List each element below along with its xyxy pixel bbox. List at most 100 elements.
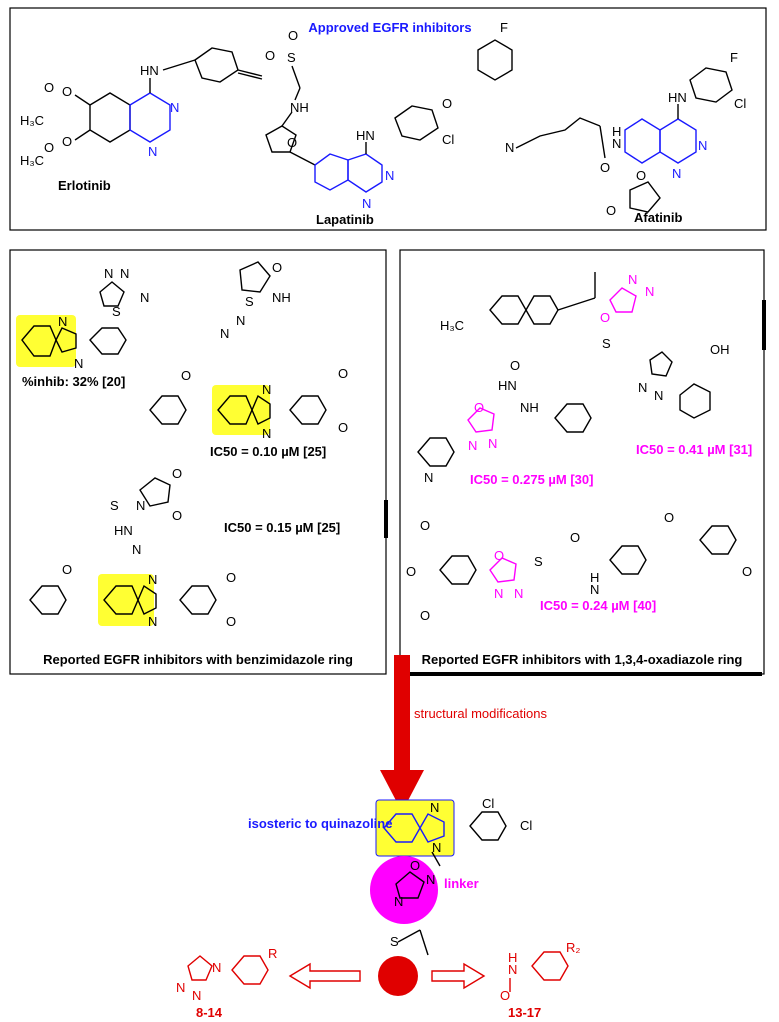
benzimidazole-compound-2: O S NH N N O N N O O	[149, 260, 348, 441]
svg-text:N: N	[645, 284, 654, 299]
svg-text:N: N	[432, 840, 441, 855]
svg-text:O: O	[510, 358, 520, 373]
panel-bottom-mark	[400, 672, 762, 676]
panel-edge-mark-right	[762, 300, 766, 350]
svg-text:N: N	[430, 800, 439, 815]
svg-text:N: N	[505, 140, 514, 155]
svg-text:S: S	[390, 934, 399, 949]
svg-text:O: O	[606, 203, 616, 218]
svg-text:N: N	[628, 272, 637, 287]
svg-text:N: N	[590, 582, 599, 597]
svg-text:O: O	[226, 614, 236, 629]
svg-text:N: N	[424, 470, 433, 485]
svg-text:O: O	[442, 96, 452, 111]
svg-text:N: N	[120, 266, 129, 281]
svg-text:N: N	[236, 313, 245, 328]
svg-text:N: N	[394, 894, 403, 909]
oxadiazole-compound-b: O HN NH O N N N	[417, 358, 592, 485]
svg-text:N: N	[426, 872, 435, 887]
svg-text:OH: OH	[710, 342, 730, 357]
svg-text:HN: HN	[114, 523, 133, 538]
svg-text:O: O	[44, 80, 54, 95]
svg-text:HN: HN	[668, 90, 687, 105]
svg-text:O: O	[265, 48, 275, 63]
svg-text:O: O	[62, 84, 72, 99]
svg-text:N: N	[262, 426, 271, 441]
svg-text:O: O	[664, 510, 674, 525]
svg-text:N: N	[148, 614, 157, 629]
arrow-label: structural modifications	[414, 706, 547, 721]
benzimidazole-caption: Reported EGFR inhibitors with benzimidaz…	[43, 652, 353, 667]
svg-text:NH: NH	[520, 400, 539, 415]
svg-text:N: N	[212, 960, 221, 975]
value-ic50-041: IC50 = 0.41 µM [31]	[636, 442, 752, 457]
svg-text:HN: HN	[498, 378, 517, 393]
svg-text:S: S	[245, 294, 254, 309]
svg-text:N: N	[170, 100, 179, 115]
svg-text:H: H	[508, 950, 517, 965]
svg-text:Cl: Cl	[482, 796, 494, 811]
svg-text:N: N	[612, 136, 621, 151]
svg-text:O: O	[226, 570, 236, 585]
value-ic50-024: IC50 = 0.24 µM [40]	[540, 598, 656, 613]
erlotinib-structure: N N HN O O H₃C O H₃C O	[20, 47, 263, 168]
svg-text:O: O	[172, 508, 182, 523]
value-inhib-32: %inhib: 32% [20]	[22, 374, 125, 389]
svg-text:O: O	[410, 858, 420, 873]
svg-text:N: N	[672, 166, 681, 181]
svg-text:N: N	[488, 436, 497, 451]
svg-text:N: N	[654, 388, 663, 403]
svg-text:N: N	[698, 138, 707, 153]
svg-text:S: S	[602, 336, 611, 351]
amide-fragment: H N O R₂	[500, 940, 580, 1003]
svg-text:O: O	[181, 368, 191, 383]
svg-text:N: N	[385, 168, 394, 183]
approved-panel-frame	[9, 7, 767, 231]
benzimidazole-compound-1: N N N N S N	[16, 266, 149, 371]
svg-text:F: F	[500, 20, 508, 35]
svg-text:N: N	[58, 314, 67, 329]
svg-text:O: O	[494, 548, 504, 563]
oxadiazole-compound-a: H₃C N N O S N N OH	[440, 272, 730, 419]
svg-text:N: N	[508, 962, 517, 977]
svg-text:N: N	[220, 326, 229, 341]
svg-text:N: N	[362, 196, 371, 211]
svg-text:Cl: Cl	[734, 96, 746, 111]
approved-title: Approved EGFR inhibitors	[308, 20, 471, 35]
svg-text:O: O	[420, 518, 430, 533]
svg-text:N: N	[148, 144, 157, 159]
svg-text:O: O	[288, 28, 298, 43]
isosteric-label: isosteric to quinazoline	[248, 816, 392, 831]
svg-text:O: O	[62, 562, 72, 577]
svg-text:HN: HN	[140, 63, 159, 78]
svg-text:H₃C: H₃C	[20, 153, 44, 168]
right-hollow-arrow	[431, 962, 486, 990]
svg-text:O: O	[500, 988, 510, 1003]
afatinib-structure: N O H N N N HN F Cl O O	[505, 50, 746, 218]
svg-text:S: S	[110, 498, 119, 513]
oxadiazole-compound-c: O O O O N N S O H N O O	[406, 510, 752, 623]
svg-text:O: O	[272, 260, 282, 275]
value-ic50-0275: IC50 = 0.275 µM [30]	[470, 472, 593, 487]
svg-text:O: O	[338, 420, 348, 435]
svg-text:O: O	[600, 310, 610, 325]
svg-text:N: N	[104, 266, 113, 281]
designed-scaffold: N N Cl Cl O N N S	[370, 796, 532, 996]
series-label-8-14: 8-14	[196, 1005, 223, 1020]
svg-text:N: N	[514, 586, 523, 601]
value-ic50-015: IC50 = 0.15 µM [25]	[224, 520, 340, 535]
svg-text:N: N	[638, 380, 647, 395]
svg-text:O: O	[570, 530, 580, 545]
svg-text:N: N	[494, 586, 503, 601]
svg-text:N: N	[148, 572, 157, 587]
left-hollow-arrow	[288, 962, 361, 990]
svg-text:Cl: Cl	[442, 132, 454, 147]
svg-text:O: O	[62, 134, 72, 149]
svg-text:R₂: R₂	[566, 940, 580, 955]
svg-text:N: N	[74, 356, 83, 371]
lapatinib-structure: O S O NH O N N HN Cl O F	[265, 20, 513, 211]
svg-text:N: N	[140, 290, 149, 305]
series-label-13-17: 13-17	[508, 1005, 541, 1020]
linker-label: linker	[444, 876, 479, 891]
svg-text:O: O	[420, 608, 430, 623]
